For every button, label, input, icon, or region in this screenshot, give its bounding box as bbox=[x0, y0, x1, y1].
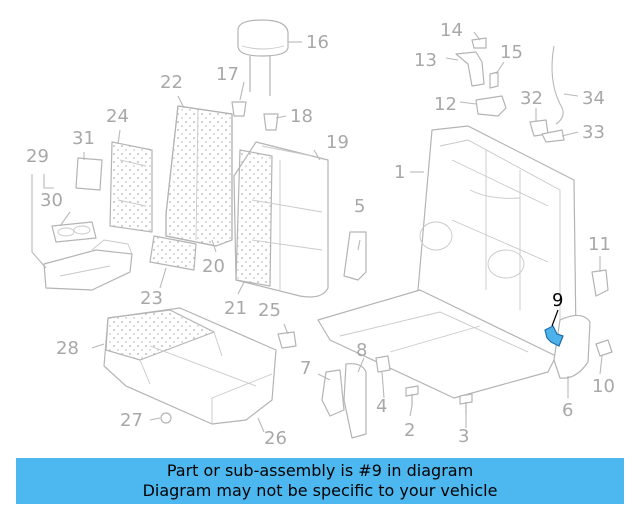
headrest-guide-part bbox=[231, 101, 279, 131]
callout-6: 6 bbox=[562, 400, 573, 421]
callout-21: 21 bbox=[224, 298, 247, 319]
callout-20: 20 bbox=[202, 256, 225, 277]
highlighted-part-9[interactable] bbox=[544, 325, 564, 347]
callout-28: 28 bbox=[56, 338, 79, 359]
hinge-cover-part bbox=[321, 363, 367, 439]
callout-18: 18 bbox=[290, 106, 313, 127]
callout-13: 13 bbox=[414, 50, 437, 71]
bolt-part bbox=[375, 355, 473, 414]
latch-part bbox=[455, 37, 499, 89]
latch-cover-part bbox=[475, 95, 507, 117]
callout-32: 32 bbox=[520, 88, 543, 109]
callout-7: 7 bbox=[300, 358, 311, 379]
info-banner: Part or sub-assembly is #9 in diagram Di… bbox=[16, 458, 624, 504]
callout-5: 5 bbox=[354, 196, 365, 217]
callout-27: 27 bbox=[120, 410, 143, 431]
callout-31: 31 bbox=[72, 128, 95, 149]
seatback-panel-part bbox=[165, 105, 233, 247]
callout-15: 15 bbox=[500, 42, 523, 63]
callout-12: 12 bbox=[434, 94, 457, 115]
pad-part bbox=[75, 157, 103, 191]
seatback-cushion-part bbox=[233, 141, 329, 298]
bracket-part bbox=[343, 231, 367, 281]
callout-4: 4 bbox=[376, 396, 387, 417]
callout-14: 14 bbox=[440, 20, 463, 41]
callout-3: 3 bbox=[458, 426, 469, 447]
callout-34: 34 bbox=[582, 88, 605, 109]
callout-10: 10 bbox=[592, 376, 615, 397]
banner-line-part-number: Part or sub-assembly is #9 in diagram bbox=[166, 461, 474, 480]
callout-24: 24 bbox=[106, 106, 129, 127]
side-bolster-part bbox=[109, 141, 153, 233]
callout-19: 19 bbox=[326, 132, 349, 153]
callout-labels: 1 2 3 4 5 6 7 8 9 10 11 12 13 14 15 16 1… bbox=[26, 20, 615, 449]
side-shield-part bbox=[553, 314, 591, 379]
headrest-part bbox=[237, 19, 289, 96]
seat-parts-diagram: 1 2 3 4 5 6 7 8 9 10 11 12 13 14 15 16 1… bbox=[26, 19, 615, 449]
callout-1: 1 bbox=[394, 162, 405, 183]
callout-23: 23 bbox=[140, 288, 163, 309]
armrest-part bbox=[43, 239, 133, 291]
seat-frame-part bbox=[317, 125, 577, 399]
cable-part bbox=[529, 45, 565, 143]
callout-2: 2 bbox=[404, 420, 415, 441]
callout-30: 30 bbox=[40, 190, 63, 211]
trim-pad-part bbox=[149, 235, 197, 271]
seat-cushion-part bbox=[103, 307, 277, 425]
callout-29: 29 bbox=[26, 146, 49, 167]
callout-26: 26 bbox=[264, 428, 287, 449]
callout-25: 25 bbox=[258, 300, 281, 321]
clip-part bbox=[160, 331, 297, 424]
callout-33: 33 bbox=[582, 122, 605, 143]
leader-lines bbox=[31, 31, 603, 433]
trim-cap-part bbox=[591, 269, 613, 357]
cup-holder-part bbox=[51, 221, 97, 243]
callout-9[interactable]: 9 bbox=[552, 290, 563, 311]
callout-17: 17 bbox=[216, 64, 239, 85]
banner-line-disclaimer: Diagram may not be specific to your vehi… bbox=[142, 481, 498, 500]
callout-16: 16 bbox=[306, 32, 329, 53]
callout-22: 22 bbox=[160, 72, 183, 93]
callout-8: 8 bbox=[356, 340, 367, 361]
callout-11: 11 bbox=[588, 234, 611, 255]
